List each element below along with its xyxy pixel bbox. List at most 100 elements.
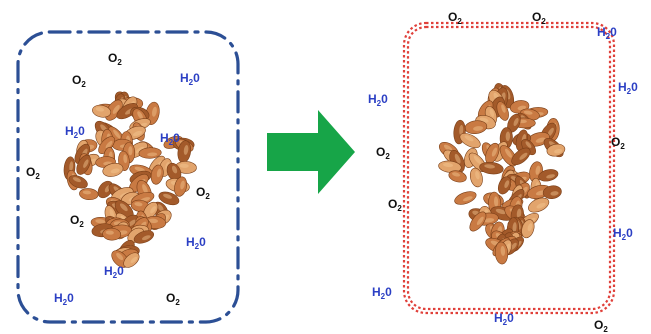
almond-highlight <box>113 129 121 139</box>
almond-highlight <box>547 127 554 137</box>
almond-highlight <box>105 140 113 149</box>
o2-label: O2 <box>448 10 462 26</box>
almond <box>469 167 483 188</box>
almond-highlight <box>459 124 464 136</box>
almond-highlight <box>462 196 473 202</box>
almond-highlight <box>179 163 189 168</box>
almond-highlight <box>483 218 495 223</box>
h2o-label: H20 <box>54 291 74 307</box>
almond-highlight <box>110 168 120 174</box>
h2o-label: H20 <box>180 71 200 87</box>
right-container <box>402 21 616 315</box>
almond-highlight <box>475 170 480 180</box>
almond-highlight <box>519 152 528 160</box>
o2-label: O2 <box>376 145 390 161</box>
almond <box>79 188 99 201</box>
almond-highlight <box>454 153 461 164</box>
h2o-label: H20 <box>597 25 617 41</box>
almond-highlight <box>527 223 533 232</box>
almond <box>454 191 477 205</box>
almond-highlight <box>443 144 453 152</box>
almond-highlight <box>550 191 559 196</box>
h2o-label: H20 <box>104 264 124 280</box>
almond-highlight <box>523 110 533 115</box>
almond <box>511 147 531 166</box>
almond-highlight <box>495 208 506 215</box>
almond-highlight <box>147 152 158 157</box>
almond-highlight <box>464 135 474 142</box>
almond <box>496 101 509 121</box>
almond-highlight <box>82 190 92 195</box>
almond-pile-icon <box>63 91 197 268</box>
h2o-label: H20 <box>160 131 180 147</box>
almond-highlight <box>109 209 115 219</box>
almond <box>158 191 180 206</box>
almond <box>538 169 559 182</box>
almond-highlight <box>112 104 120 114</box>
almond-highlight <box>504 180 510 188</box>
almond-highlight <box>513 117 519 126</box>
almond <box>133 230 155 244</box>
almond-highlight <box>473 126 484 131</box>
o2-label: O2 <box>532 10 546 26</box>
almond-highlight <box>442 162 454 168</box>
h2o-label: H20 <box>494 311 514 327</box>
almond-highlight <box>536 202 546 209</box>
almond <box>68 175 88 189</box>
almond-highlight <box>142 184 148 194</box>
almond <box>138 147 162 159</box>
almond-highlight <box>517 105 527 111</box>
almond-highlight <box>119 203 128 212</box>
almond-highlight <box>505 148 512 158</box>
almond-highlight <box>134 202 143 207</box>
almond-highlight <box>123 154 128 164</box>
h2o-label: H20 <box>618 80 638 96</box>
almond-highlight <box>128 146 133 156</box>
h2o-label: H20 <box>368 92 388 108</box>
almond-highlight <box>157 204 164 212</box>
almond-highlight <box>501 104 506 113</box>
arrow-right-icon <box>267 110 355 194</box>
almond-highlight <box>72 177 82 183</box>
almond-highlight <box>83 159 89 168</box>
almond <box>469 211 487 232</box>
almond-highlight <box>128 219 136 227</box>
almond <box>150 164 164 185</box>
almond-highlight <box>135 146 145 154</box>
almond <box>497 176 512 195</box>
almond-highlight <box>484 164 495 169</box>
o2-label: O2 <box>594 318 608 334</box>
almond <box>438 160 462 173</box>
almond <box>546 143 566 157</box>
almond-highlight <box>163 193 173 199</box>
almond-highlight <box>183 145 189 155</box>
almond-highlight <box>151 106 157 117</box>
almond-highlight <box>132 130 143 137</box>
almond-highlight <box>512 222 517 233</box>
o2-label: O2 <box>196 185 210 201</box>
almond-highlight <box>130 256 138 263</box>
almond-highlight <box>546 174 555 179</box>
almond-highlight <box>156 168 162 178</box>
almond-highlight <box>137 111 143 120</box>
almond-highlight <box>476 216 484 226</box>
almond-highlight <box>69 161 74 172</box>
o2-label: O2 <box>388 197 402 213</box>
almond-highlight <box>491 147 498 157</box>
almond-highlight <box>141 235 151 241</box>
almond <box>542 185 562 199</box>
almond-highlight <box>116 252 124 261</box>
almond-highlight <box>505 131 511 142</box>
almond <box>92 104 112 118</box>
almond <box>459 133 481 149</box>
almond-highlight <box>510 242 517 250</box>
h2o-label: H20 <box>372 285 392 301</box>
h2o-label: H20 <box>186 235 206 251</box>
almond-highlight <box>180 180 185 190</box>
almond-highlight <box>452 172 461 177</box>
h2o-label: H20 <box>613 226 633 242</box>
o2-label: O2 <box>26 165 40 181</box>
almond-highlight <box>95 107 105 112</box>
